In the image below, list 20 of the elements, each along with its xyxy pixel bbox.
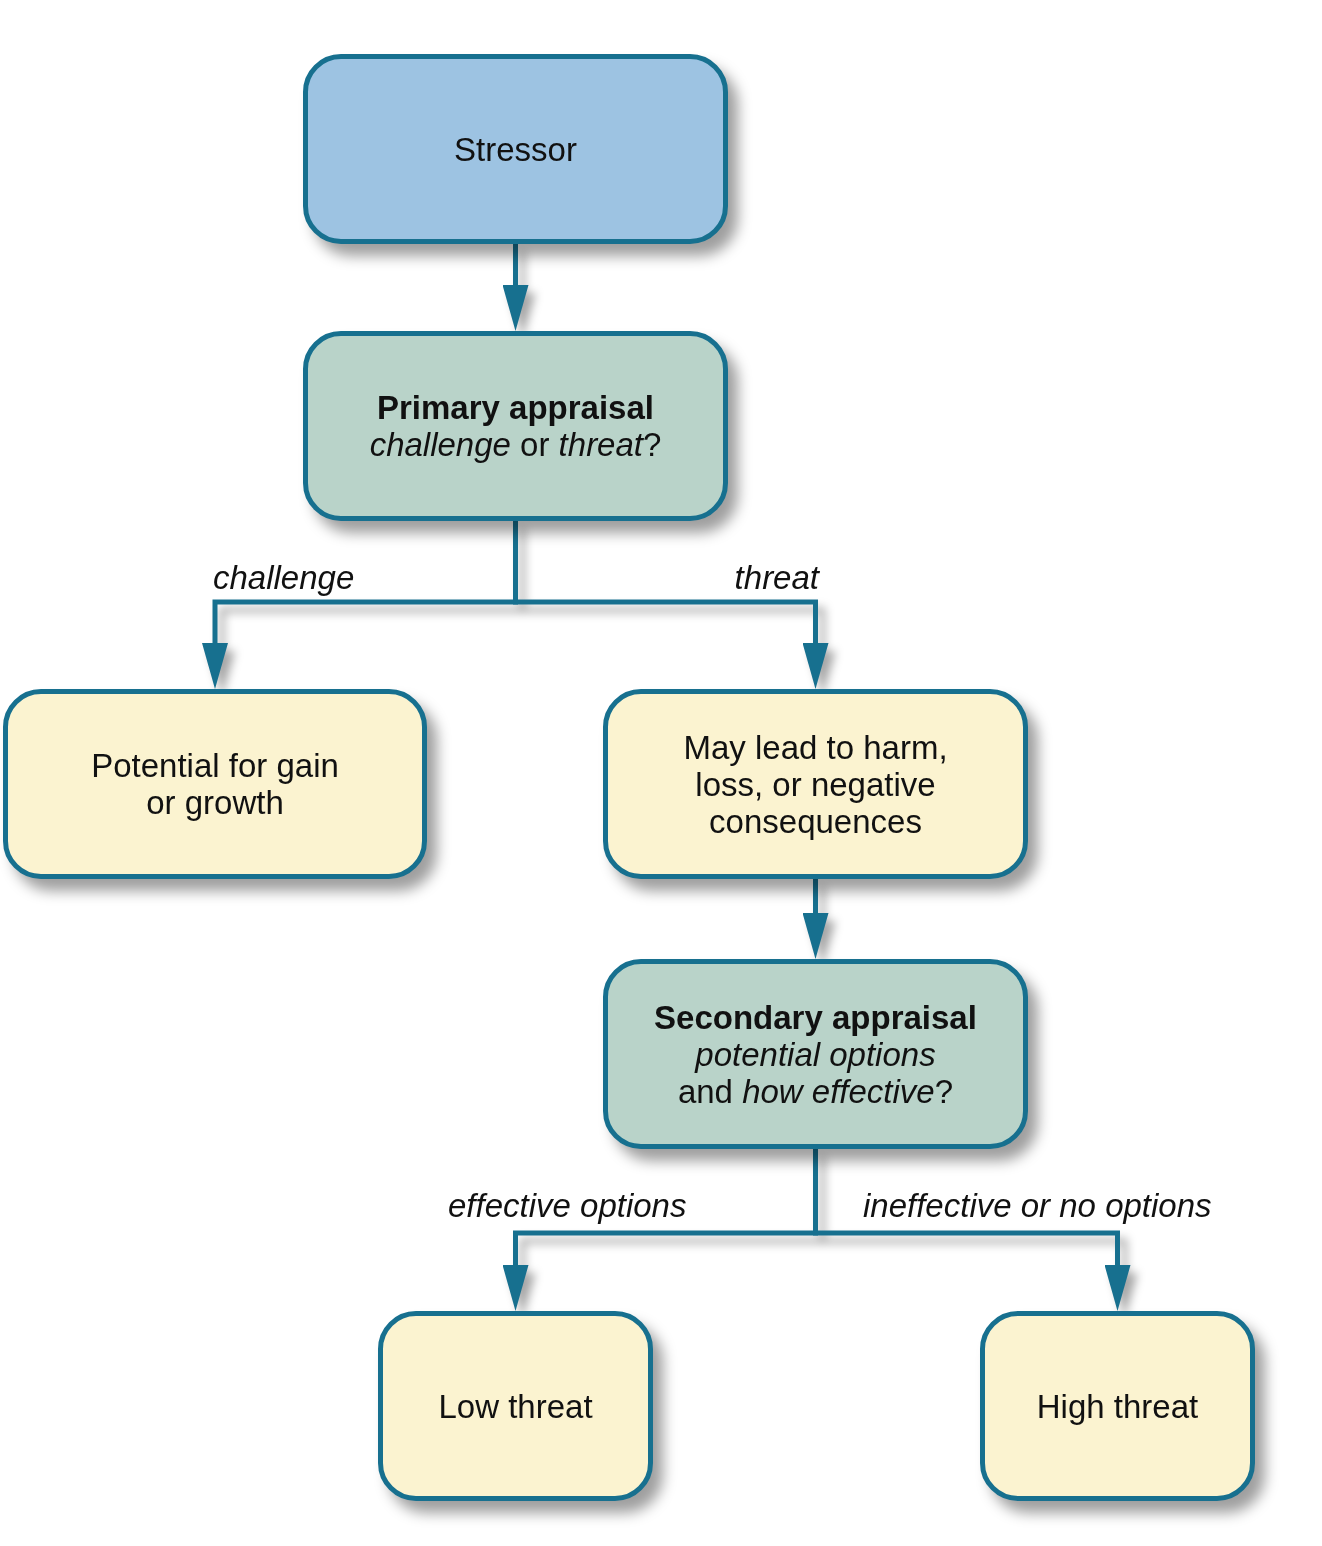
box-text: potential options and how effective?	[677, 1035, 954, 1110]
box-text: High threat	[1036, 1387, 1199, 1425]
process-box	[303, 54, 728, 244]
box-text: Potential for gain or growth	[90, 747, 340, 821]
box-text: Low threat	[438, 1387, 593, 1425]
box-text: challenge or threat?	[369, 426, 662, 463]
box-heading: Primary appraisal	[377, 389, 654, 426]
box-heading: Secondary appraisal	[654, 998, 977, 1036]
arrow	[513, 521, 829, 689]
arrow	[813, 1149, 1131, 1311]
process-box	[603, 689, 1028, 879]
process-box	[980, 1311, 1255, 1501]
box-text: Stressor	[454, 130, 577, 168]
process-box	[303, 331, 728, 521]
arrow	[802, 879, 829, 959]
process-box	[378, 1311, 653, 1501]
box-text: May lead to harm, loss, or negative consequences	[682, 728, 949, 840]
process-box	[603, 959, 1028, 1149]
arrow	[502, 244, 529, 331]
process-box	[3, 689, 427, 879]
